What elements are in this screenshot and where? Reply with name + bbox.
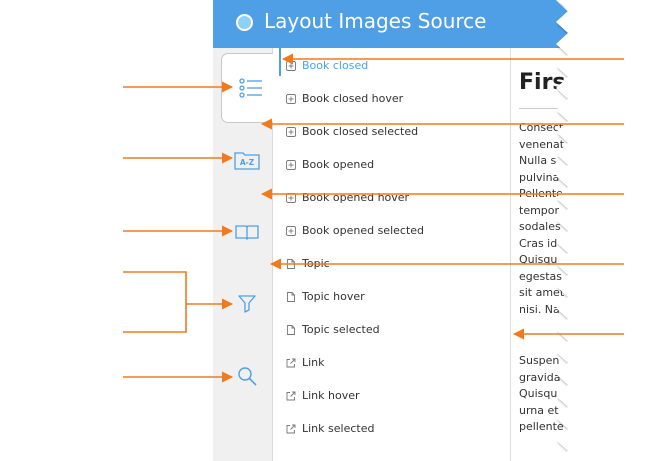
toc-item[interactable]: Topic [286, 247, 506, 280]
external-link-icon [286, 391, 296, 400]
circle-logo-icon [236, 14, 253, 31]
paragraph-line: pellente [519, 420, 564, 433]
paragraph-line: nisi. Na [519, 302, 560, 316]
paragraph-line: egestas [519, 269, 563, 283]
toc-item-label: Topic selected [302, 323, 380, 336]
toc-item[interactable]: Link hover [286, 379, 506, 412]
filter-icon [238, 295, 256, 313]
toc-item[interactable]: Book closed selected [286, 115, 506, 148]
a-z-label: A-Z [240, 158, 255, 167]
toc-item-label: Book closed hover [302, 92, 404, 105]
external-link-icon [286, 358, 296, 367]
toc-item[interactable]: Book opened hover [286, 181, 506, 214]
heading-rule [519, 108, 568, 109]
toc-item-label: Link [302, 356, 325, 369]
toc-item-label: Book closed [302, 59, 369, 72]
plus-box-icon [286, 225, 296, 236]
external-link-icon [286, 424, 296, 433]
index-tab[interactable]: A-Z [221, 125, 273, 195]
toc-item-label: Topic [302, 257, 330, 270]
page-icon [287, 291, 295, 302]
plus-box-icon [286, 126, 296, 137]
plus-box-icon [286, 192, 296, 203]
paragraph-line: pulvina [519, 170, 560, 184]
page-icon [287, 258, 295, 269]
page-icon [287, 324, 295, 335]
search-tab[interactable] [221, 341, 273, 411]
paragraph-line: Quisqu [519, 387, 558, 400]
app-title: Layout Images Source [264, 9, 487, 33]
a-z-folder-icon: A-Z [234, 152, 260, 170]
paragraph-line: sit amet [519, 286, 565, 299]
paragraph-line: tempor [519, 203, 560, 217]
toc-item-label: Book opened [302, 158, 375, 171]
paragraph-line: Suspen [519, 354, 560, 367]
toc-item-label: Link hover [302, 389, 360, 402]
toc-item[interactable]: Book closed hover [286, 82, 506, 115]
open-book-icon [235, 225, 259, 240]
toc-item-label: Topic hover [302, 290, 365, 303]
search-icon [238, 367, 257, 386]
toc-item[interactable]: Topic selected [286, 313, 506, 346]
paragraph-line: Cras id [519, 236, 558, 250]
toc-item-label: Link selected [302, 422, 375, 435]
toc-item[interactable]: Book opened [286, 148, 506, 181]
paragraph-line: sodales [519, 220, 561, 233]
callout-filter-bracket [123, 271, 187, 333]
contents-tab[interactable] [221, 53, 279, 123]
toc-item[interactable]: Book closed [286, 49, 506, 82]
toc-item[interactable]: Book opened selected [286, 214, 506, 247]
app-header: Layout Images Source [213, 0, 568, 48]
plus-box-icon [286, 60, 296, 71]
toc-item-label: Book closed selected [302, 125, 419, 138]
toc-item[interactable]: Link selected [286, 412, 506, 445]
glossary-tab[interactable] [221, 197, 273, 267]
filter-tab[interactable] [221, 269, 273, 339]
toc-item[interactable]: Link [286, 346, 506, 379]
paragraph-line: gravida [519, 370, 561, 384]
paragraph-line: venenat [519, 137, 565, 151]
toc-item-label: Book opened hover [302, 191, 410, 204]
toc-item-label: Book opened selected [302, 224, 425, 237]
plus-box-icon [286, 93, 296, 104]
topic-heading: Firs [519, 70, 566, 95]
paragraph-line: Quisqu [519, 253, 558, 266]
sidebar: A-Z [213, 48, 279, 461]
list-icon [238, 78, 262, 98]
paragraph-line: Nulla s [519, 154, 557, 167]
toc-item[interactable]: Topic hover [286, 280, 506, 313]
torn-edge [556, 0, 588, 461]
plus-box-icon [286, 159, 296, 170]
paragraph-line: urna et [519, 403, 559, 417]
